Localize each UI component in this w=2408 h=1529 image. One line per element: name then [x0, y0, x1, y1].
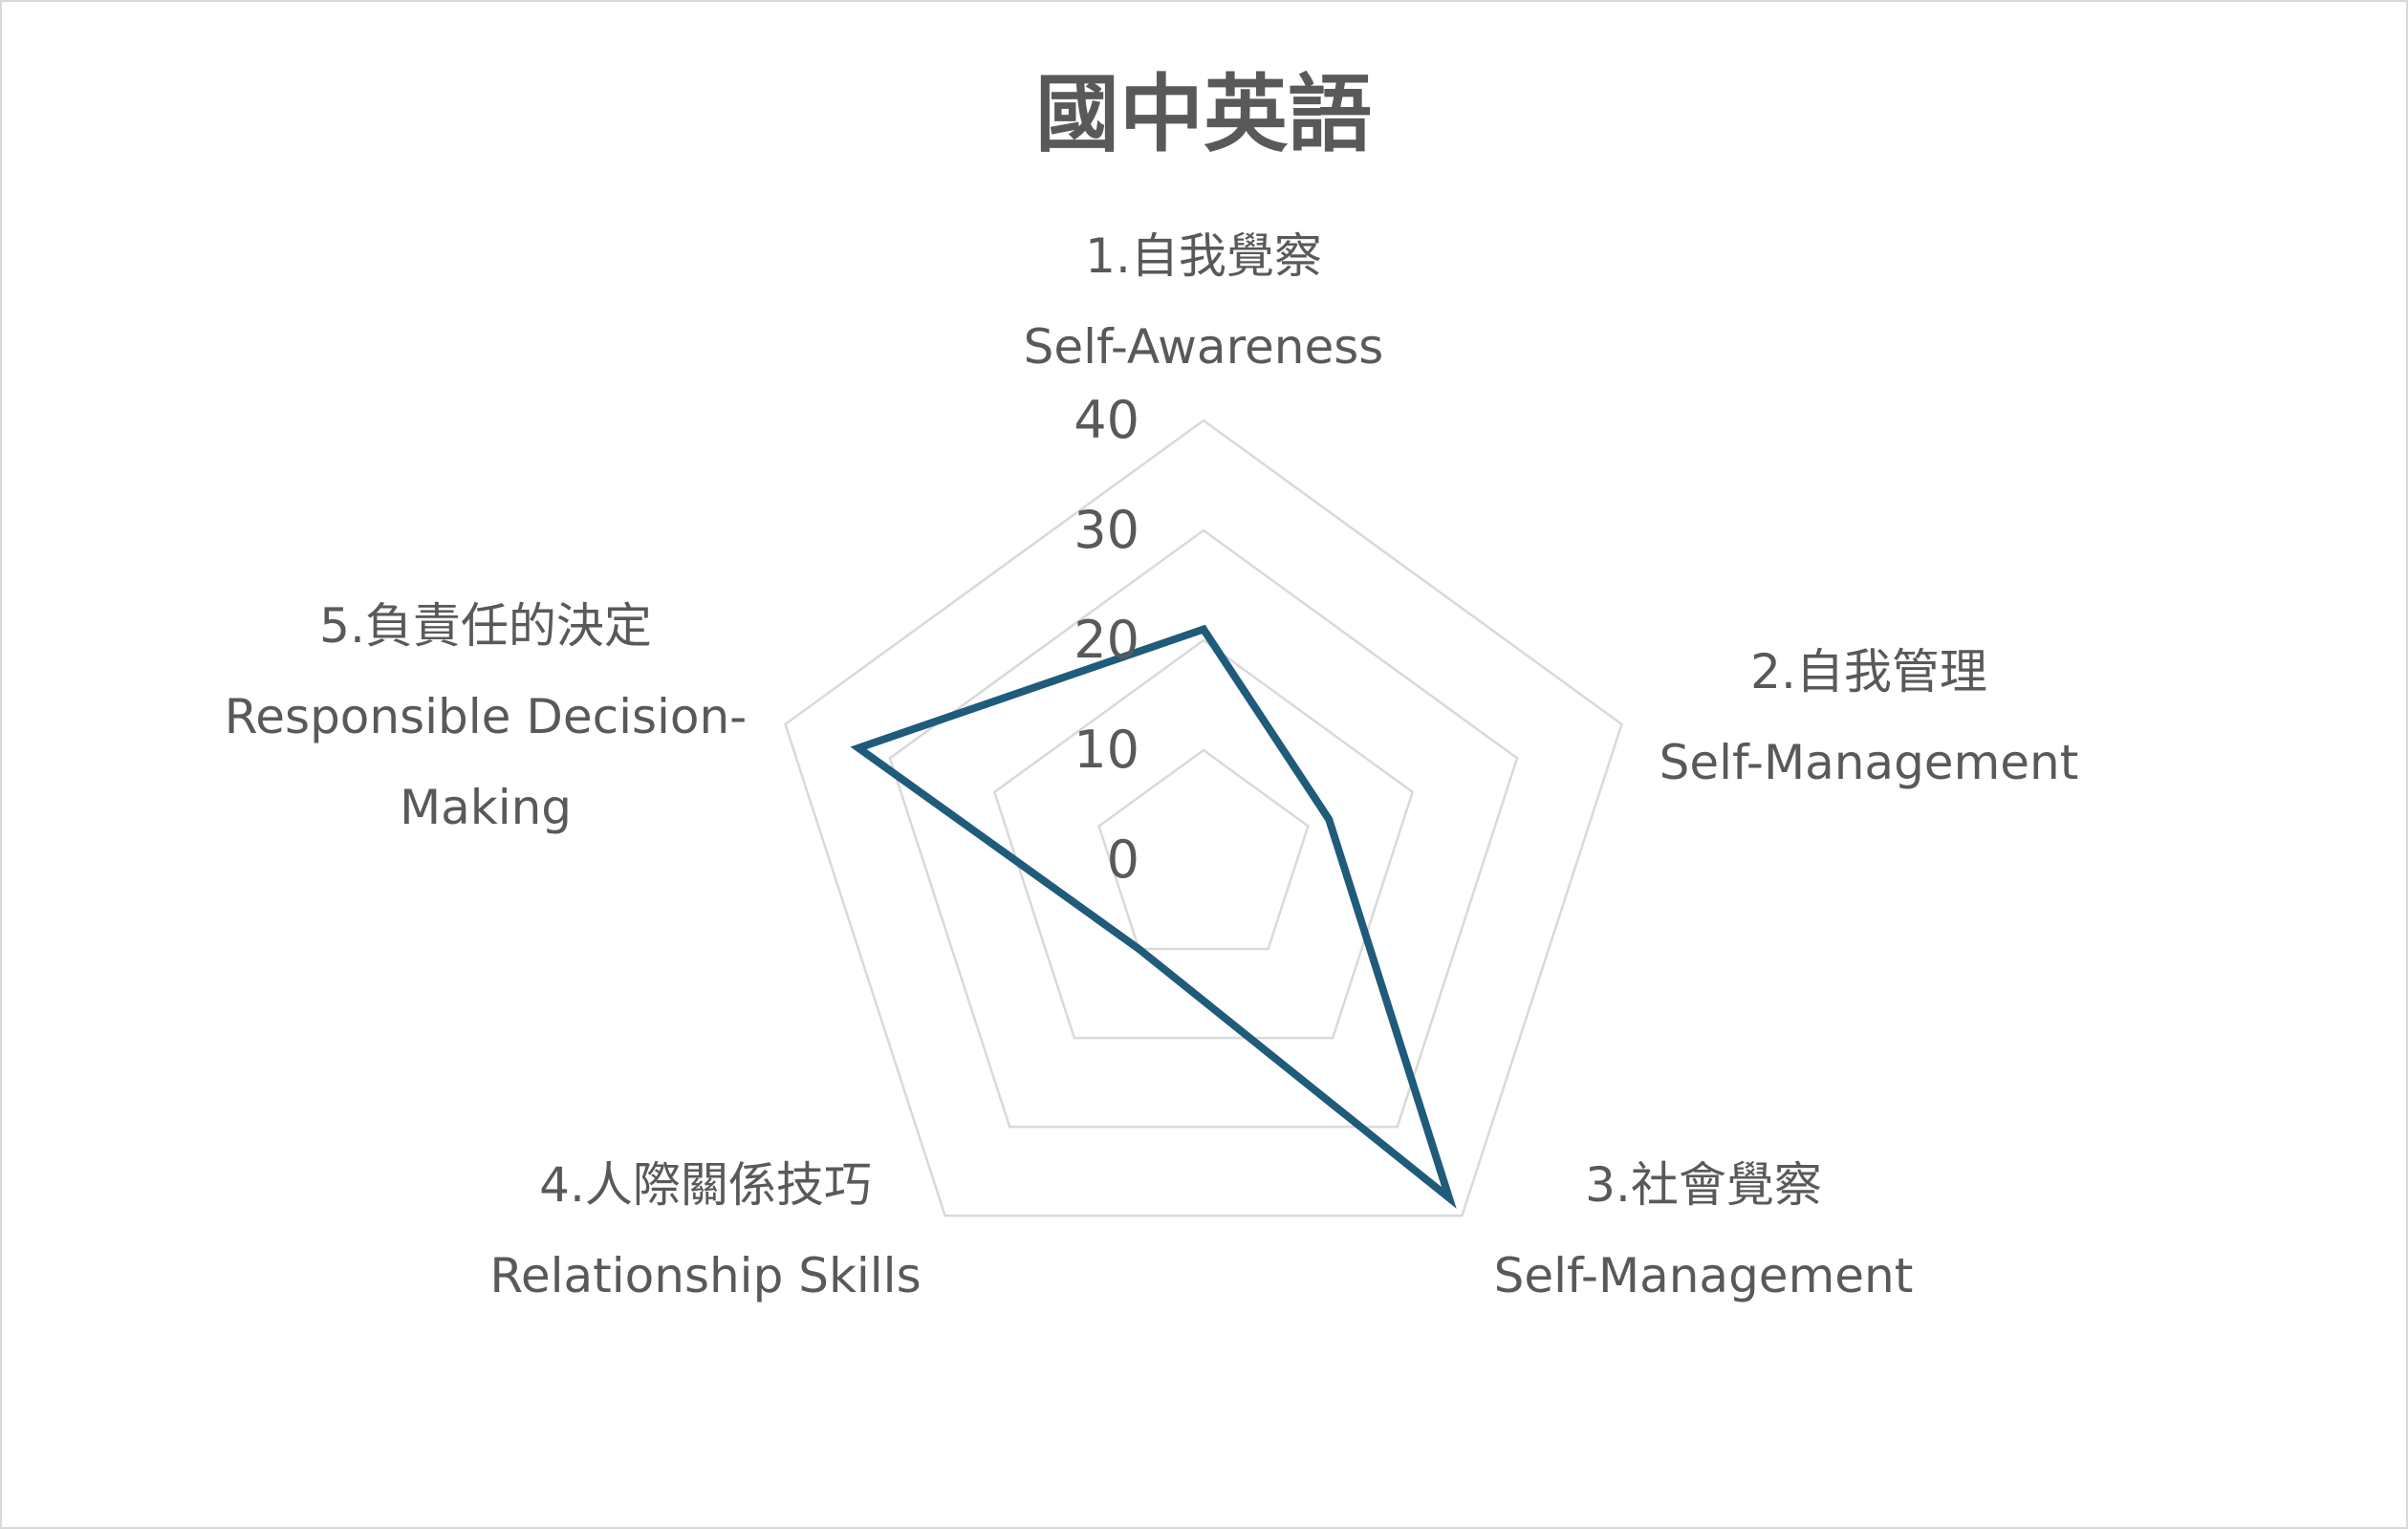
radar-category-labels: 1.自我覺察 Self-Awareness 2.自我管理 Self-Managemen…	[225, 228, 2079, 1303]
radar-series	[850, 624, 1457, 1209]
category-label: Self-Management	[1660, 735, 2079, 790]
tick-label: 10	[1074, 720, 1139, 780]
chart-title: 國中英語	[1035, 65, 1372, 163]
series-line-0	[850, 624, 1457, 1209]
category-label: 2.自我管理	[1750, 644, 1987, 700]
grid-ring-10	[1097, 748, 1310, 951]
category-label: Self-Management	[1494, 1248, 1914, 1303]
radar-grid	[784, 419, 1623, 1217]
category-label: 3.社會覺察	[1585, 1157, 1822, 1213]
category-label: 5.負責任的決定	[319, 598, 652, 654]
category-label: 1.自我覺察	[1085, 228, 1322, 284]
grid-ring-20	[992, 638, 1415, 1040]
tick-label: 40	[1074, 390, 1139, 450]
category-label: 4.人際關係技巧	[539, 1157, 872, 1213]
category-label: Relationship Skills	[489, 1248, 921, 1303]
radar-tick-labels: 0 10 20 30 40	[1074, 390, 1139, 890]
tick-label: 20	[1074, 610, 1139, 670]
category-label: Responsible Decision-	[225, 689, 747, 744]
tick-label: 30	[1074, 500, 1139, 560]
tick-label: 0	[1107, 829, 1139, 890]
category-label: Making	[400, 780, 572, 835]
category-label: Self-Awareness	[1024, 319, 1384, 375]
grid-ring-40	[784, 419, 1623, 1217]
